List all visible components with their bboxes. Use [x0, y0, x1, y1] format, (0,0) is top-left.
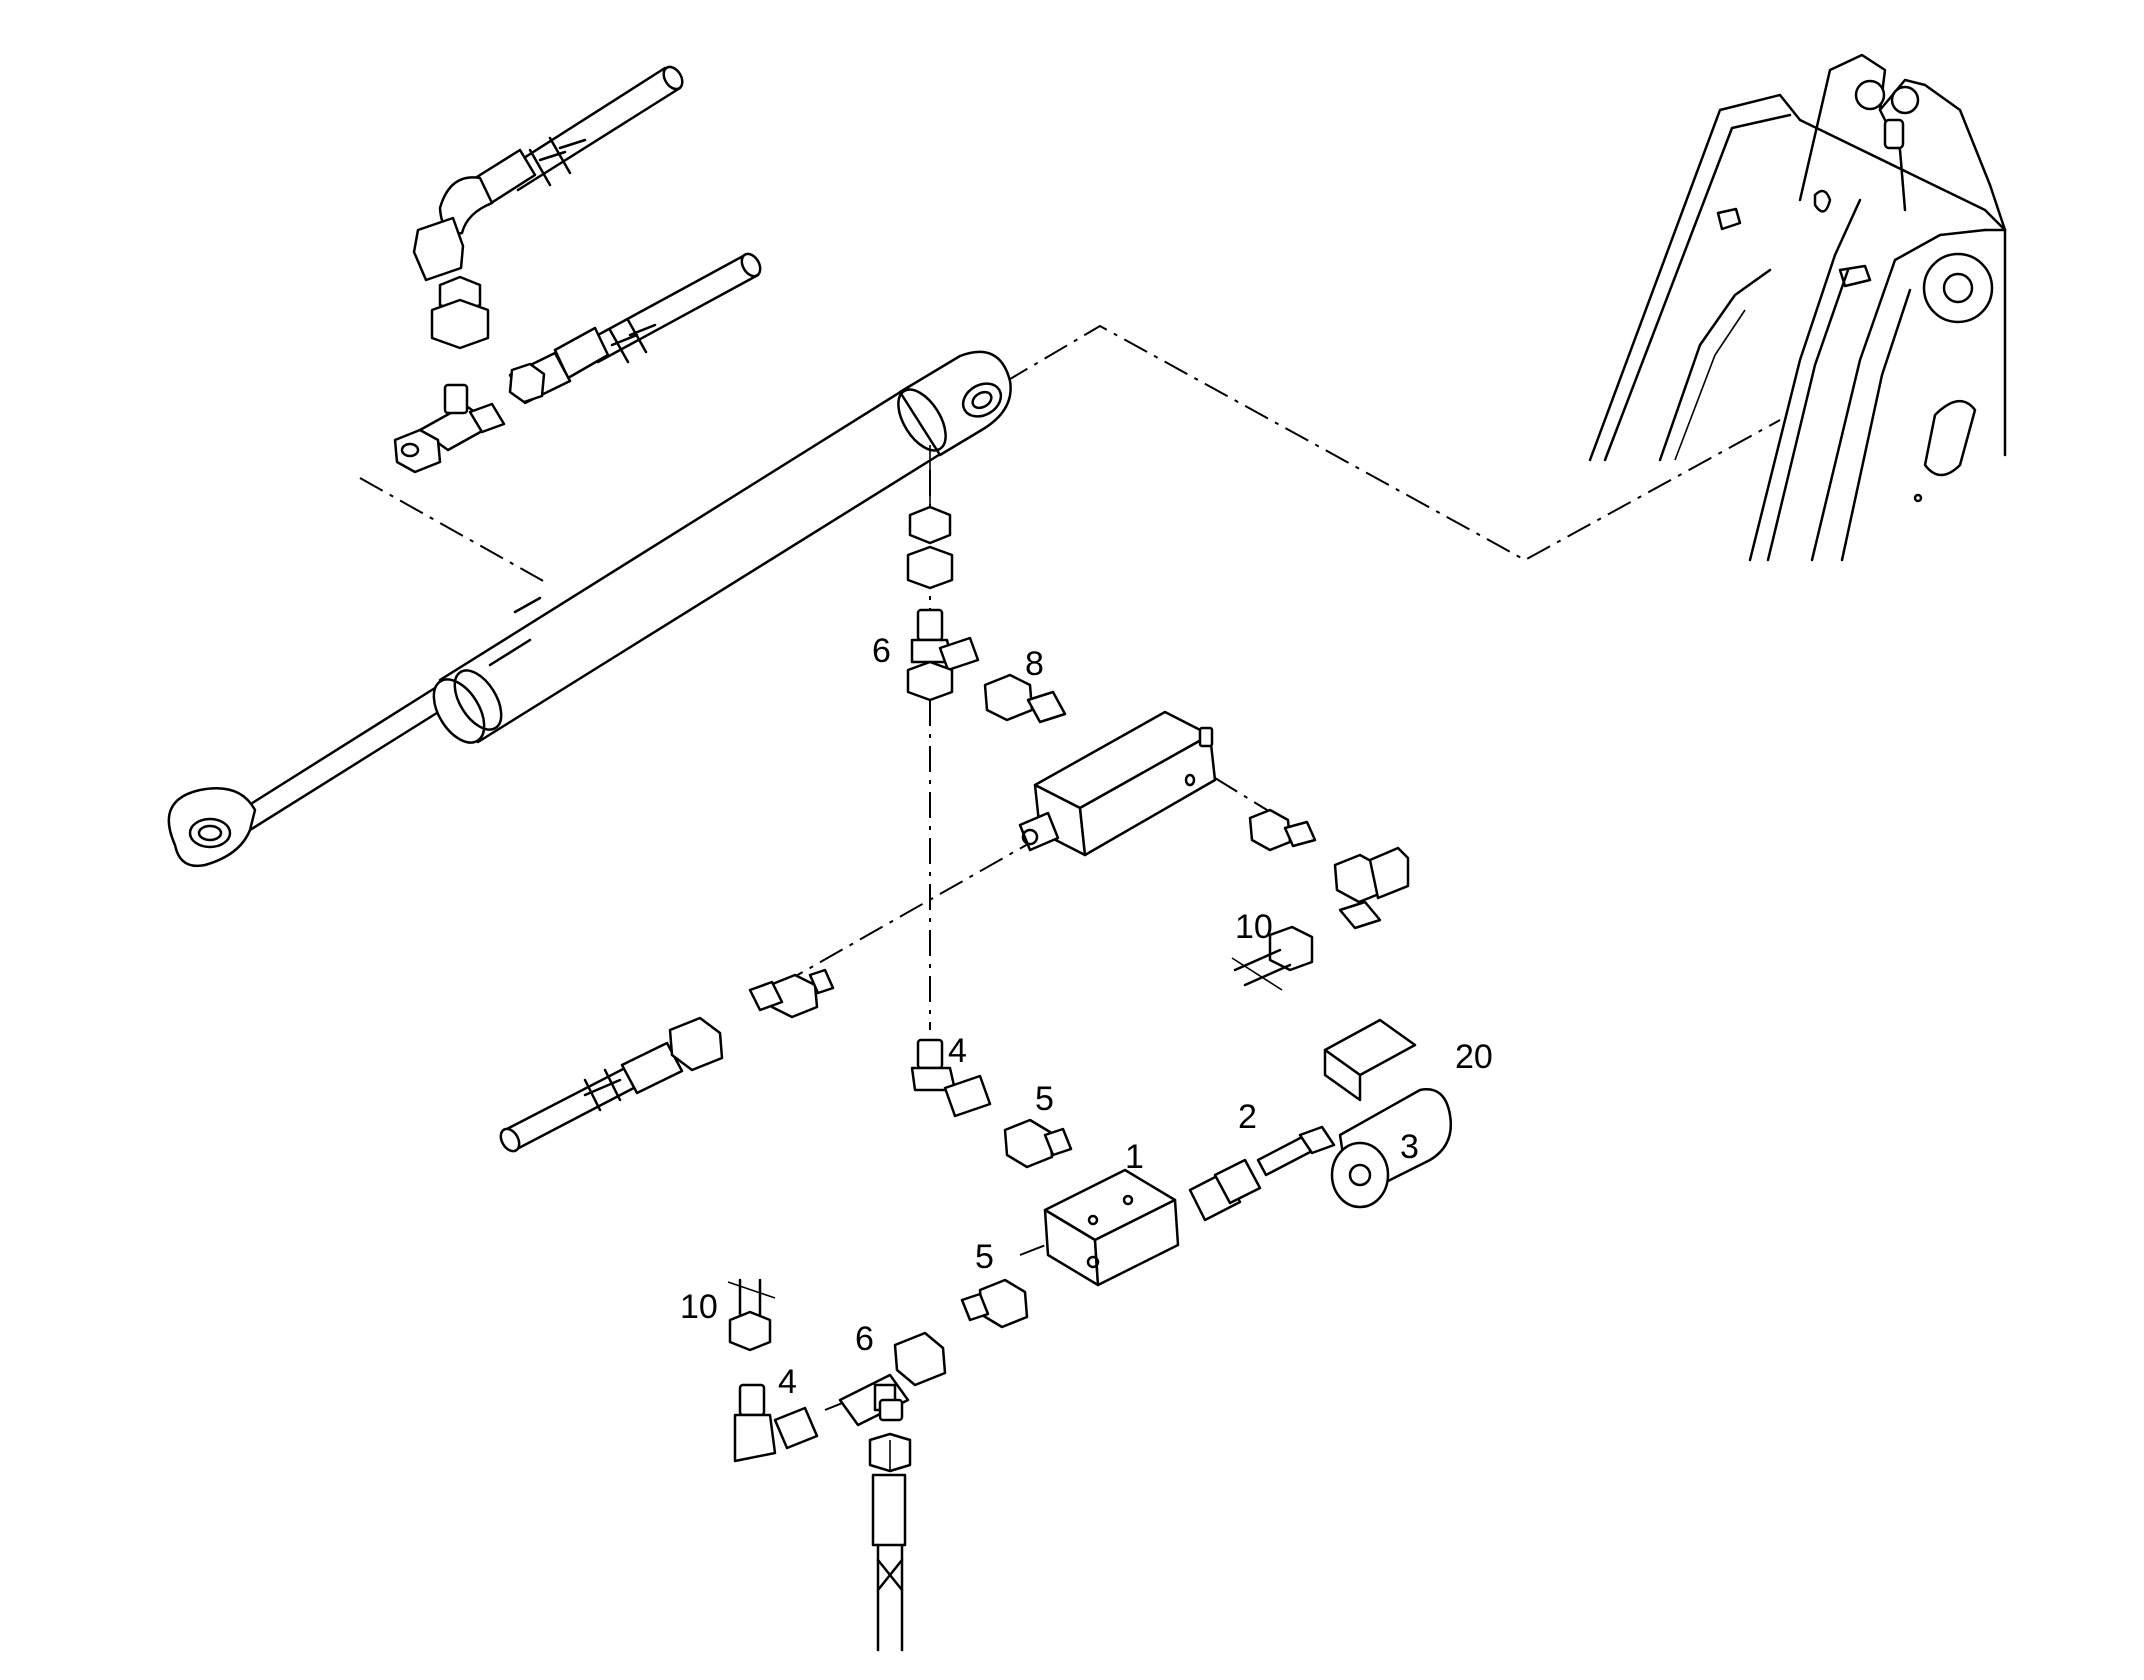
callout-6-upper: 6	[872, 632, 891, 670]
callout-5-lower: 5	[975, 1238, 994, 1276]
callout-5-upper: 5	[1035, 1080, 1054, 1118]
lower-left-hose	[499, 968, 835, 1153]
upper-valve-block	[1018, 710, 1410, 991]
callout-8: 8	[1025, 645, 1044, 683]
callout-10-lower: 10	[680, 1288, 718, 1326]
callout-3: 3	[1400, 1128, 1419, 1166]
callout-6-lower: 6	[855, 1320, 874, 1358]
callout-2: 2	[1238, 1098, 1257, 1136]
cylinder-port-fittings	[906, 445, 1067, 724]
callout-labels: 1 2 3 4 4 5 5 6 6 8 10 10 20	[680, 632, 1493, 1401]
boom-arm	[1588, 53, 2007, 562]
callout-4-upper: 4	[948, 1032, 967, 1070]
upper-hose-assembly	[393, 65, 762, 474]
lower-valve-assembly	[910, 1018, 1453, 1329]
callout-1: 1	[1125, 1138, 1144, 1176]
callout-20: 20	[1455, 1038, 1493, 1076]
callout-10-upper: 10	[1235, 908, 1273, 946]
hydraulic-cylinder	[167, 350, 1012, 868]
callout-4-lower: 4	[778, 1363, 797, 1401]
bottom-fittings	[727, 1278, 947, 1652]
